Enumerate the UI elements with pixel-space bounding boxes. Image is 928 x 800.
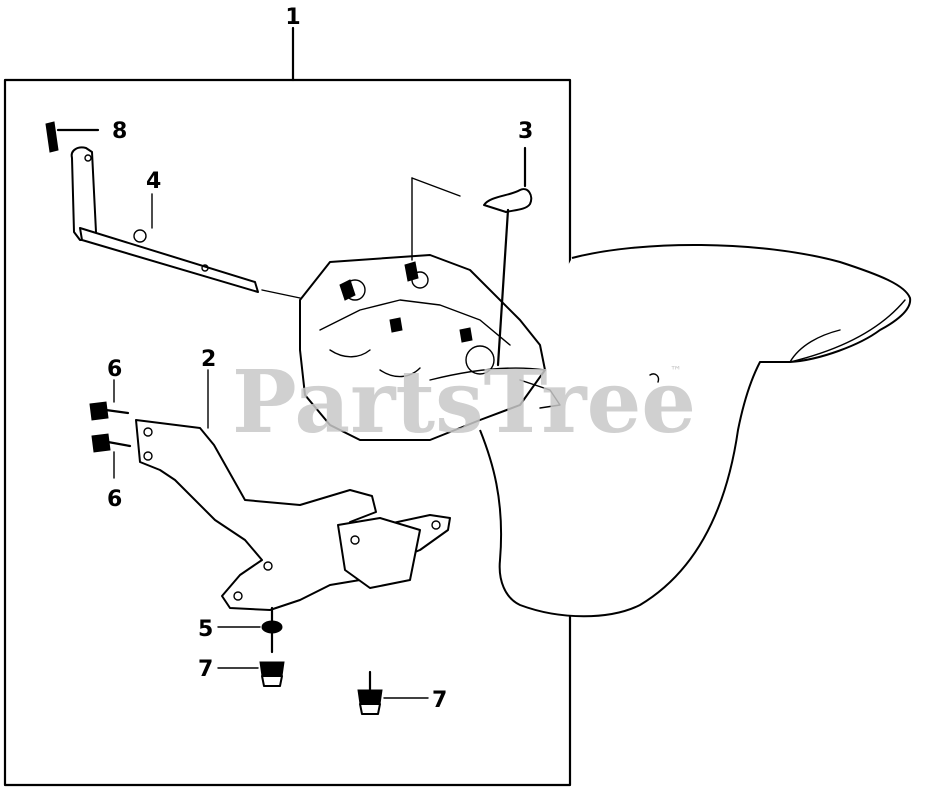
- callout-7-right: 7: [432, 688, 447, 713]
- throttle-shaft-part: [70, 146, 301, 299]
- watermark-text: PartsTree: [232, 352, 696, 453]
- screw-part-right: [357, 670, 383, 715]
- callout-1: 1: [285, 5, 300, 30]
- pin-part: [45, 121, 100, 153]
- carburetor-body: [299, 177, 561, 441]
- leader-lines: [113, 193, 429, 699]
- screw-part-left: [259, 661, 285, 687]
- callout-labels: 1 8 4 3 2 6 6 5 7 7: [107, 5, 533, 713]
- callout-4: 4: [146, 169, 161, 194]
- washer-part: [261, 606, 283, 654]
- callout-6-upper: 6: [107, 357, 122, 382]
- link-rod-part: [483, 146, 533, 367]
- callout-2: 2: [201, 347, 216, 372]
- callout-7-left: 7: [198, 657, 213, 682]
- callout-3: 3: [518, 119, 533, 144]
- bolt-part-upper: [89, 401, 130, 421]
- callout-5: 5: [198, 617, 213, 642]
- watermark: PartsTree ™: [232, 352, 696, 453]
- fuel-tank: [479, 243, 912, 618]
- bolt-part-lower: [91, 433, 132, 453]
- bracket-part: [135, 419, 451, 611]
- callout-6-lower: 6: [107, 487, 122, 512]
- callout-8: 8: [112, 119, 127, 144]
- watermark-trademark: ™: [670, 364, 682, 378]
